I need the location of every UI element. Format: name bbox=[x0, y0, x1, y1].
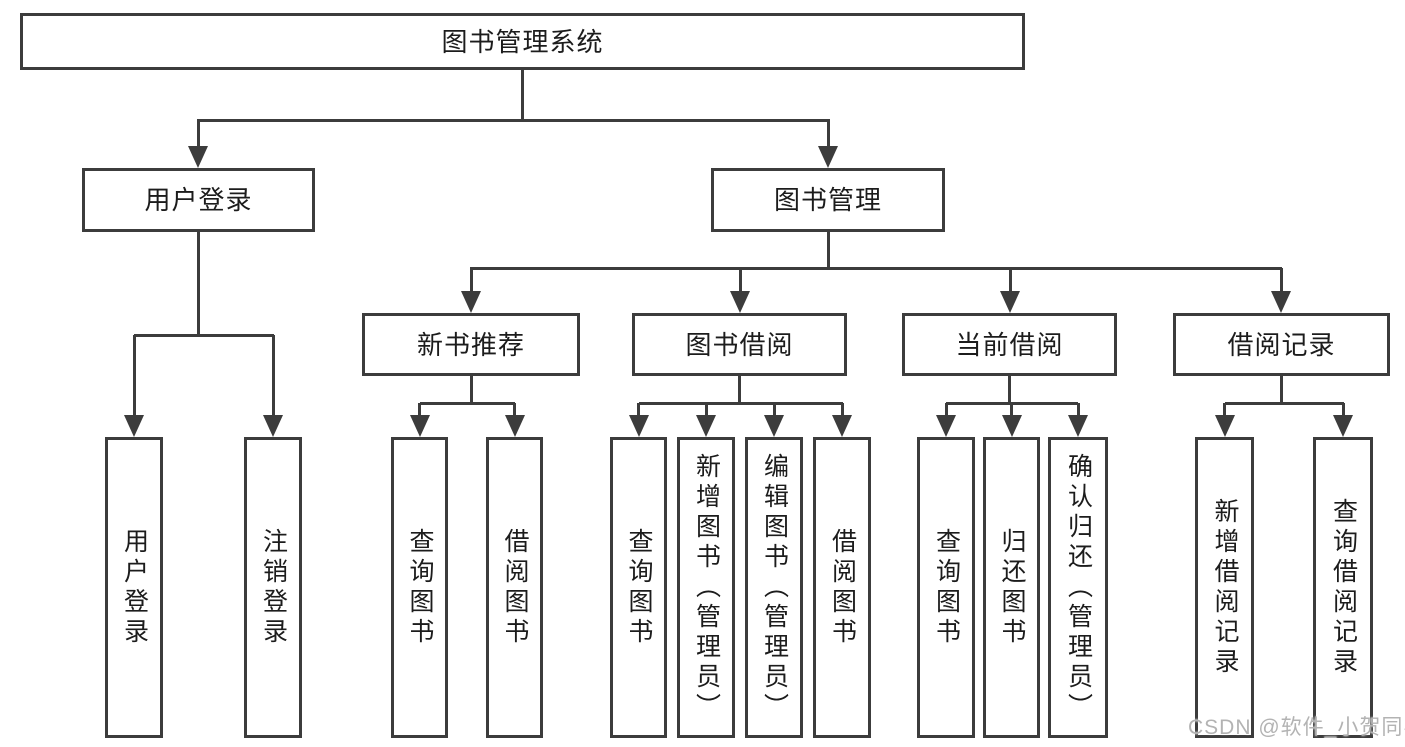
node-library-system: 图书管理系统 bbox=[20, 13, 1025, 70]
connector-vline bbox=[637, 403, 640, 417]
connector-vline bbox=[944, 403, 948, 417]
leaf-edit-books-admin: 编辑图书（管理员） bbox=[745, 437, 803, 738]
leaf-logout: 注销登录 bbox=[244, 437, 302, 738]
connector-vline bbox=[1223, 403, 1226, 417]
connector-vline bbox=[196, 120, 200, 150]
arrow-down-icon bbox=[188, 146, 208, 168]
arrow-down-icon bbox=[504, 415, 525, 437]
arrow-down-icon bbox=[730, 291, 750, 313]
node-current-borrow: 当前借阅 bbox=[902, 313, 1117, 376]
connector-vline bbox=[1279, 268, 1283, 294]
connector-hline bbox=[419, 402, 515, 405]
connector-vline bbox=[196, 232, 200, 337]
leaf-confirm-return-admin: 确认归还（管理员） bbox=[1048, 437, 1108, 738]
connector-vline bbox=[469, 376, 473, 405]
connector-vline bbox=[1008, 268, 1012, 294]
connector-vline bbox=[418, 403, 421, 417]
leaf-query-books-1: 查询图书 bbox=[391, 437, 448, 738]
leaf-add-books-admin: 新增图书（管理员） bbox=[677, 437, 735, 738]
leaf-return-books: 归还图书 bbox=[983, 437, 1040, 738]
connector-vline bbox=[1076, 403, 1080, 417]
connector-vline bbox=[826, 232, 830, 270]
arrow-down-icon bbox=[818, 146, 838, 168]
connector-vline bbox=[1341, 403, 1345, 417]
arrow-down-icon bbox=[764, 415, 784, 437]
leaf-user-login: 用户登录 bbox=[105, 437, 163, 738]
connector-vline bbox=[738, 376, 741, 405]
connector-vline bbox=[1008, 376, 1011, 405]
connector-vline bbox=[271, 335, 275, 418]
node-book-borrow: 图书借阅 bbox=[632, 313, 847, 376]
arrow-down-icon bbox=[1001, 415, 1022, 437]
node-user-login: 用户登录 bbox=[82, 168, 315, 232]
arrow-down-icon bbox=[1271, 291, 1291, 313]
csdn-watermark: CSDN @软件_小贺同学 bbox=[1188, 716, 1405, 739]
connector-vline bbox=[704, 403, 708, 417]
arrow-down-icon bbox=[832, 415, 852, 437]
node-borrow-records: 借阅记录 bbox=[1173, 313, 1390, 376]
arrow-down-icon bbox=[409, 415, 430, 437]
node-book-management: 图书管理 bbox=[711, 168, 945, 232]
arrow-down-icon bbox=[1214, 415, 1235, 437]
arrow-down-icon bbox=[124, 415, 144, 437]
connector-vline bbox=[469, 268, 473, 294]
connector-vline bbox=[840, 403, 844, 417]
arrow-down-icon bbox=[263, 415, 283, 437]
connector-vline bbox=[772, 403, 776, 417]
leaf-query-borrow-record: 查询借阅记录 bbox=[1313, 437, 1373, 738]
connector-hline bbox=[197, 118, 830, 122]
connector-vline bbox=[520, 70, 524, 121]
leaf-add-borrow-record: 新增借阅记录 bbox=[1195, 437, 1254, 738]
arrow-down-icon bbox=[696, 415, 716, 437]
leaf-query-books-2: 查询图书 bbox=[610, 437, 667, 738]
arrow-down-icon bbox=[628, 415, 649, 437]
node-new-book-recommend: 新书推荐 bbox=[362, 313, 580, 376]
leaf-borrow-books-2: 借阅图书 bbox=[813, 437, 871, 738]
arrow-down-icon bbox=[1000, 291, 1020, 313]
connector-hline bbox=[1224, 402, 1344, 405]
connector-vline bbox=[1010, 403, 1013, 417]
arrow-down-icon bbox=[936, 415, 956, 437]
connector-vline bbox=[738, 268, 742, 294]
arrow-down-icon bbox=[1333, 415, 1353, 437]
arrow-down-icon bbox=[1068, 415, 1088, 437]
connector-vline bbox=[132, 335, 136, 418]
connector-hline bbox=[638, 402, 843, 405]
arrow-down-icon bbox=[461, 291, 481, 313]
connector-vline bbox=[513, 403, 516, 417]
connector-vline bbox=[826, 120, 830, 150]
leaf-query-books-3: 查询图书 bbox=[917, 437, 975, 738]
connector-vline bbox=[1280, 376, 1283, 405]
connector-hline bbox=[470, 267, 1282, 270]
leaf-borrow-books-1: 借阅图书 bbox=[486, 437, 543, 738]
connector-hline bbox=[134, 333, 274, 337]
